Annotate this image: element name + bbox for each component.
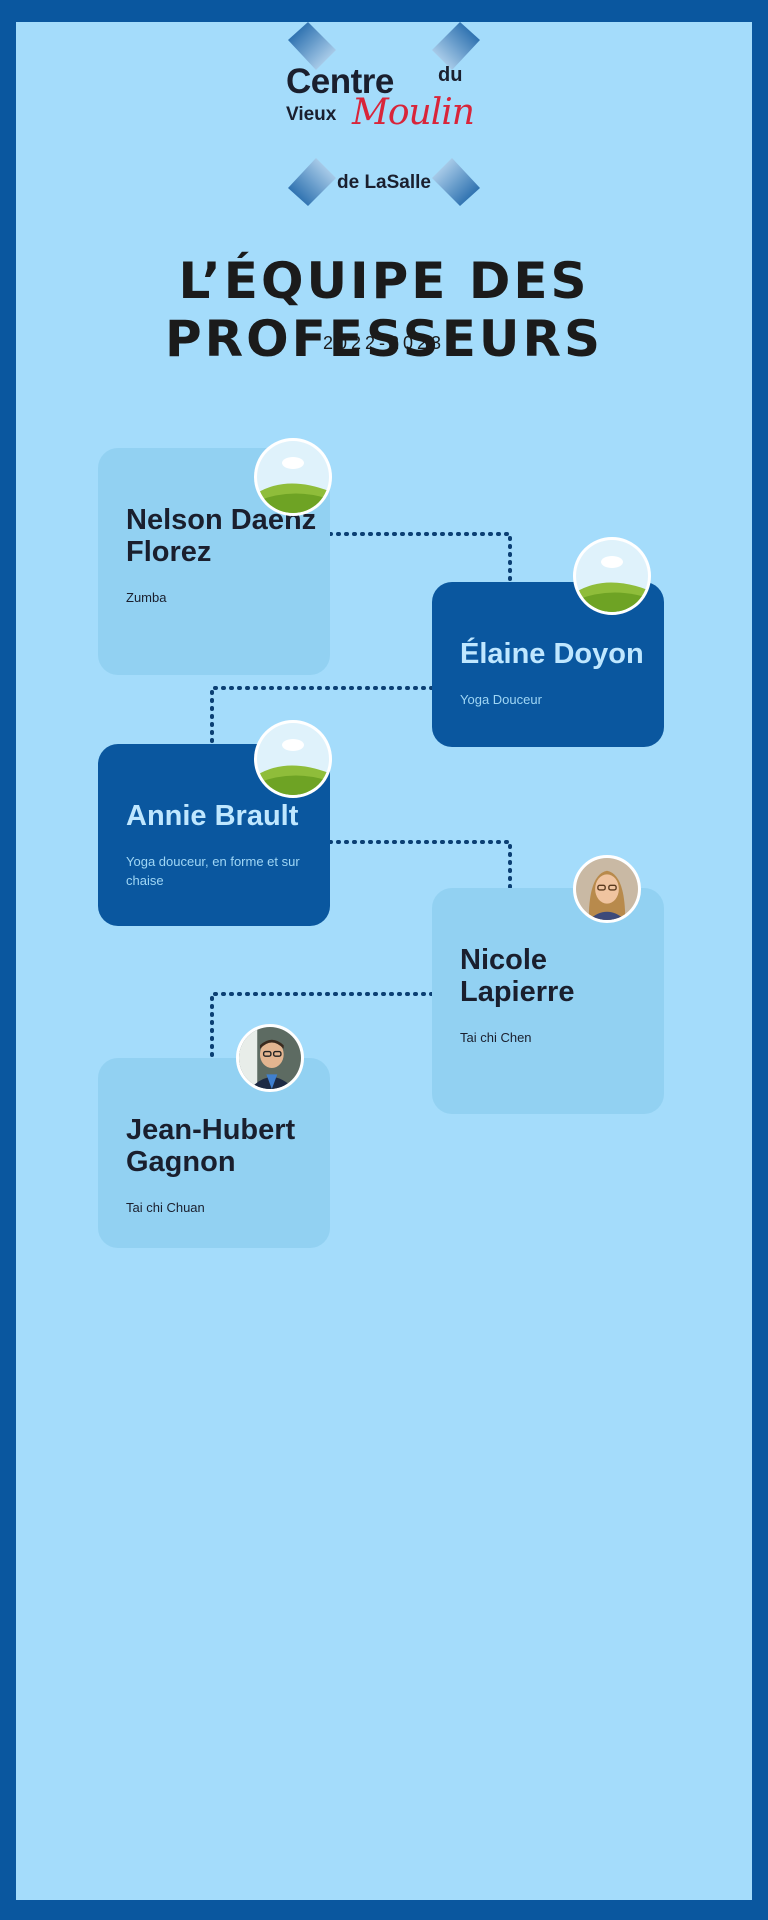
logo-moulin-text: Moulin (352, 92, 475, 133)
landscape-placeholder-icon (254, 720, 332, 798)
teacher-card: Jean-Hubert Gagnon Tai chi Chuan (98, 1058, 330, 1248)
teacher-role: Yoga Douceur (460, 692, 542, 707)
connector-3 (328, 840, 512, 890)
centre-logo: Centre du Vieux Moulin de LaSalle (270, 12, 498, 212)
logo-centre-text: Centre (286, 62, 394, 101)
logo-vieux-text: Vieux (286, 104, 337, 125)
logo-windmill-blades-icon (288, 22, 480, 206)
portrait-photo (236, 1024, 304, 1092)
logo-lasalle-text: de LaSalle (337, 172, 431, 193)
page-subtitle: 2022-2023 (322, 333, 446, 353)
landscape-placeholder-icon (254, 438, 332, 516)
teacher-role: Zumba (126, 590, 167, 605)
teacher-card: Nicole Lapierre Tai chi Chen (432, 888, 664, 1114)
page-title: L’ÉQUIPE DES PROFESSEURS (164, 252, 603, 368)
teacher-role: Yoga douceur, en forme et sur chaise (126, 854, 300, 888)
connector-2 (210, 686, 434, 746)
teacher-role: Tai chi Chen (460, 1030, 532, 1045)
portrait-photo (573, 855, 641, 923)
teacher-name: Élaine Doyon (460, 638, 644, 670)
teacher-role: Tai chi Chuan (126, 1200, 205, 1215)
teacher-name: Annie Brault (126, 800, 299, 832)
landscape-placeholder-icon (573, 537, 651, 615)
teacher-name: Jean-Hubert Gagnon (126, 1114, 296, 1178)
connector-1 (328, 532, 512, 584)
teacher-name: Nicole Lapierre (460, 944, 575, 1008)
connector-4 (210, 992, 434, 1060)
logo-du-text: du (438, 64, 463, 86)
